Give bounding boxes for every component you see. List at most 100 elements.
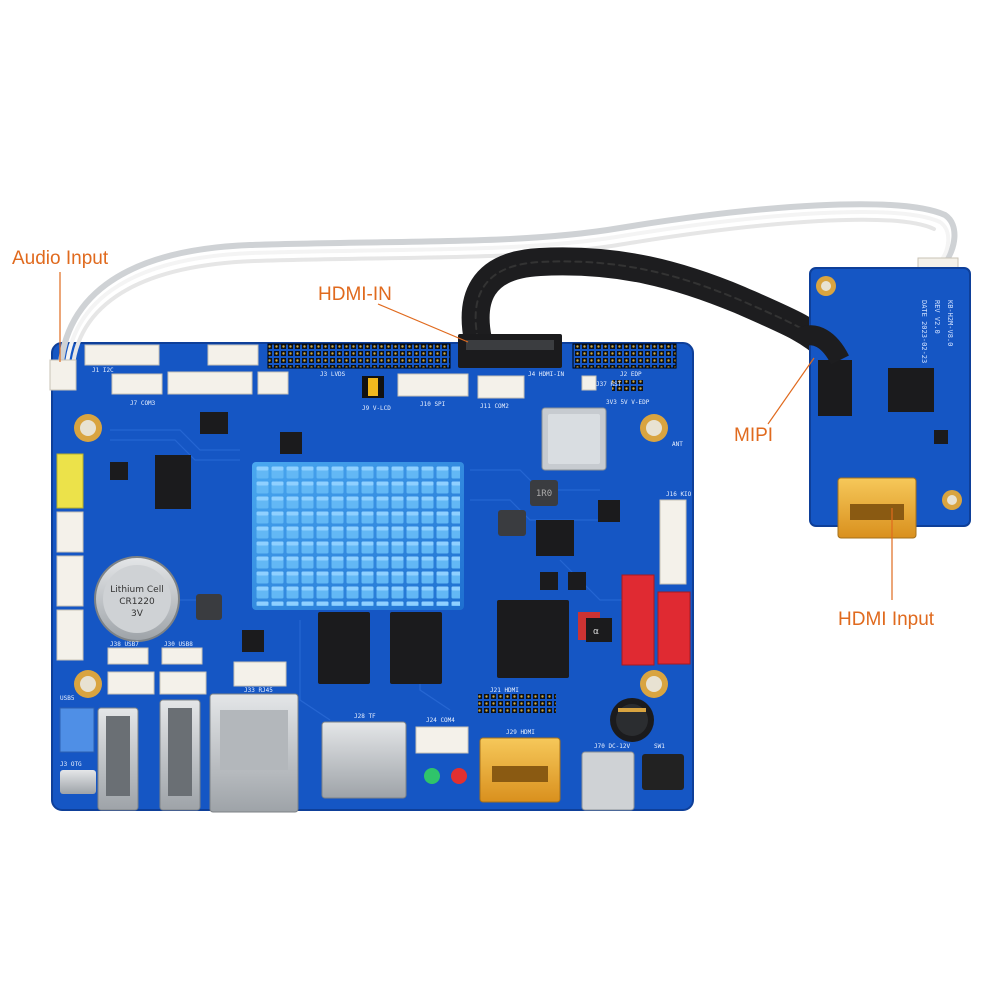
silk-spi: J10 SPI xyxy=(420,401,446,408)
silk-edp: J2 EDP xyxy=(620,371,642,378)
silk-com2: J11 COM2 xyxy=(480,403,509,410)
ram-chip xyxy=(318,612,370,684)
ram-chip xyxy=(390,612,442,684)
side-connector xyxy=(56,609,84,661)
silk-v-edp: 3V3 5V V-EDP xyxy=(606,399,650,406)
mount-hole xyxy=(640,670,668,698)
capacitor xyxy=(610,698,654,742)
audio-jack xyxy=(642,754,684,790)
power-inductor xyxy=(498,510,526,536)
hdmi-port xyxy=(479,737,561,803)
ic-chip xyxy=(200,412,228,434)
v-edp-jumper xyxy=(612,380,644,392)
yellow-connector xyxy=(56,453,84,509)
lvds-pin-header xyxy=(267,343,451,369)
connector xyxy=(167,371,253,395)
silk-com4: J24 COM4 xyxy=(426,717,455,724)
callout-lines xyxy=(59,272,893,600)
ic-chip xyxy=(110,462,128,480)
silk-otg: J3 OTG xyxy=(60,761,82,768)
silk-i2c: J1 I2C xyxy=(92,367,114,374)
hdmi-in-connector xyxy=(458,334,562,368)
ic-chip xyxy=(568,572,586,590)
audio-cable xyxy=(49,201,959,391)
tf-card-slot xyxy=(321,721,407,799)
mount-hole xyxy=(74,670,102,698)
ic-chip xyxy=(598,500,620,522)
silk-hdmi-in: J4 HDMI-IN xyxy=(528,371,565,378)
silk-alpha: α xyxy=(593,627,599,637)
ethernet-port xyxy=(209,693,299,813)
adapter-hdmi-port xyxy=(837,477,917,539)
micro-usb-port xyxy=(60,770,96,794)
usb-port xyxy=(159,699,201,811)
rst-button xyxy=(581,375,597,391)
com4-connector xyxy=(415,726,469,754)
silk-v-lcd: J9 V-LCD xyxy=(362,405,391,412)
ic-chip xyxy=(540,572,558,590)
edp-pin-header xyxy=(572,343,677,369)
hdmi-input-label: HDMI Input xyxy=(838,609,935,630)
red-connector xyxy=(657,591,691,665)
battery-label-1: Lithium Cell xyxy=(110,585,163,595)
side-connector xyxy=(56,555,84,607)
ic-chip xyxy=(536,520,574,556)
silk-dc: J70 DC-12V xyxy=(594,743,631,750)
dc-jack xyxy=(581,751,635,811)
red-connector xyxy=(621,574,655,666)
small-connector xyxy=(207,344,259,366)
ic-chip xyxy=(280,432,302,454)
i2c-connector xyxy=(84,344,160,366)
side-connector xyxy=(56,511,84,553)
silk-com3: J7 COM3 xyxy=(130,400,156,407)
coin-cell-battery: Lithium Cell CR1220 3V xyxy=(94,556,180,642)
heatsink xyxy=(252,462,464,610)
ic-chip xyxy=(242,630,264,652)
red-led xyxy=(451,768,467,784)
silk-lvds: J3 LVDS xyxy=(320,371,346,378)
alpha-chip xyxy=(586,618,612,642)
connector xyxy=(159,671,207,695)
battery-label-3: 3V xyxy=(131,609,144,619)
connector xyxy=(257,371,289,395)
emmc-chip xyxy=(497,600,569,678)
silk-hdmi: J29 HDMI xyxy=(506,729,535,736)
adapter-date: DATE 2023-02-23 xyxy=(920,300,928,363)
main-board: Lithium Cell CR1220 3V 1R0 xyxy=(51,342,694,813)
mipi-cable xyxy=(461,247,844,364)
usb-port xyxy=(97,707,139,811)
adapter-model: KB-H2M-V8.0 xyxy=(946,300,954,346)
mipi-label: MIPI xyxy=(734,425,774,446)
connector xyxy=(233,661,287,687)
silk-hdmi-j21: J21 HDMI xyxy=(490,687,519,694)
inductor-label: 1R0 xyxy=(536,489,552,499)
silk-usb5: USB5 xyxy=(60,695,75,702)
ic-chip xyxy=(155,455,191,509)
adapter-chip xyxy=(888,368,934,412)
silk-ant: ANT xyxy=(672,441,683,448)
mount-hole xyxy=(640,414,668,442)
blue-connector xyxy=(59,707,95,753)
silk-sw1: SW1 xyxy=(654,743,665,750)
inductor xyxy=(196,594,222,620)
silk-usb7: J38 USB7 xyxy=(110,641,139,648)
adapter-chip xyxy=(934,430,948,444)
audio-input-label: Audio Input xyxy=(12,248,109,269)
power-inductor: 1R0 xyxy=(530,480,558,506)
battery-label-2: CR1220 xyxy=(119,597,155,607)
adapter-connector xyxy=(818,360,852,416)
hdmi-pin-header xyxy=(478,694,556,714)
mount-hole xyxy=(74,414,102,442)
adapter-rev: REV V2.0 xyxy=(933,300,941,334)
silk-kio: J16 KIO xyxy=(666,491,692,498)
connector xyxy=(107,671,155,695)
usb8-header xyxy=(161,647,203,665)
hdmi-in-leader xyxy=(377,303,469,343)
hdmi-in-label: HDMI-IN xyxy=(318,284,392,305)
usb7-header xyxy=(107,647,149,665)
com2-connector xyxy=(477,375,525,399)
hdmi-adapter-board: REV V2.0 DATE 2023-02-23 KB-H2M-V8.0 xyxy=(809,267,971,539)
mipi-leader xyxy=(767,357,815,425)
green-led xyxy=(424,768,440,784)
